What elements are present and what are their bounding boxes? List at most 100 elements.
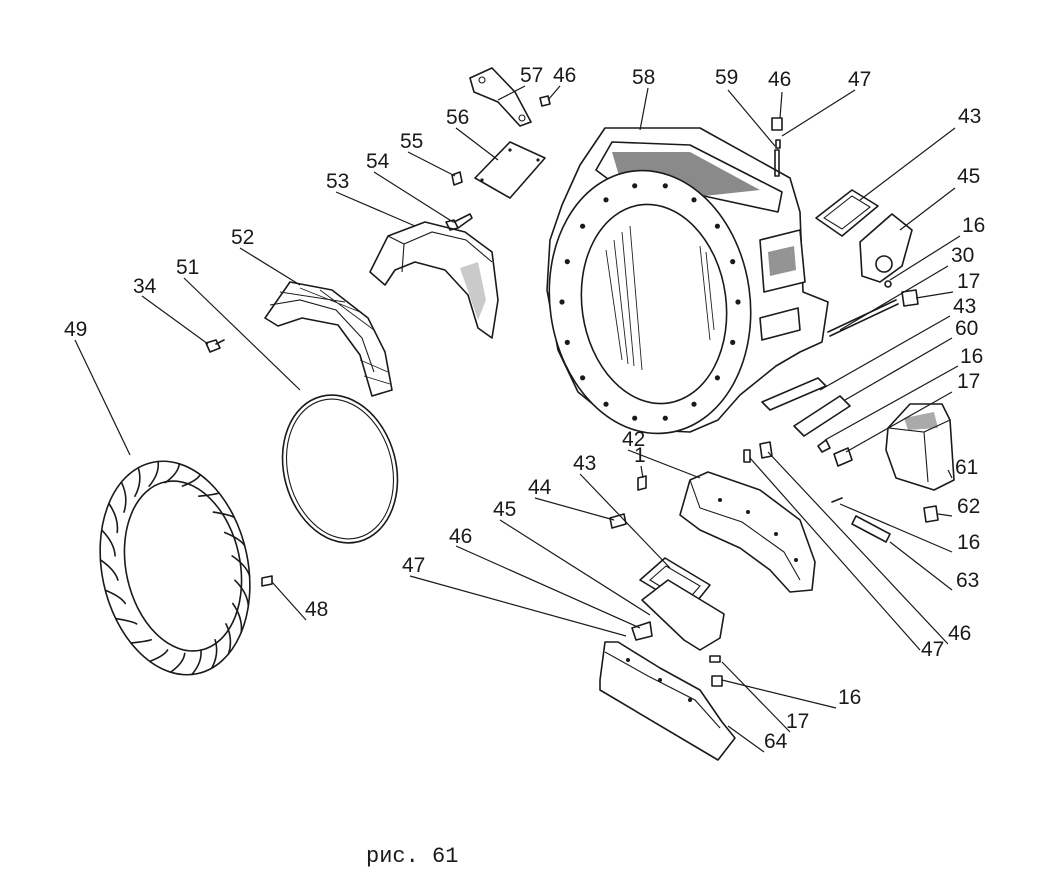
bolt-hole xyxy=(658,678,662,682)
fan-fin xyxy=(100,529,116,557)
callout-1: 1 xyxy=(634,444,646,467)
callout-63: 63 xyxy=(956,569,979,592)
fan-fin xyxy=(210,639,218,669)
callout-60: 60 xyxy=(955,317,978,340)
leader-line xyxy=(497,85,526,101)
flange-hole xyxy=(580,375,586,381)
flange-hole xyxy=(735,299,741,305)
callout-45: 45 xyxy=(493,498,516,521)
flange-hole xyxy=(662,415,668,421)
leader-line xyxy=(767,451,949,645)
fan-fin xyxy=(198,492,220,497)
leader-line xyxy=(781,89,856,137)
callout-55: 55 xyxy=(400,130,423,153)
callout-46: 46 xyxy=(449,525,472,548)
fan-fin xyxy=(169,652,186,673)
fan-fin xyxy=(149,649,169,663)
leader-line xyxy=(239,247,301,286)
support-42-part xyxy=(679,471,816,593)
fan-fin xyxy=(231,555,251,577)
flange-hole xyxy=(691,401,697,407)
leader-line xyxy=(141,295,209,345)
callout-17: 17 xyxy=(957,370,980,393)
callout-47: 47 xyxy=(848,68,871,91)
leader-line xyxy=(627,449,701,479)
flange-hole xyxy=(662,183,668,189)
fan-fin xyxy=(225,623,232,655)
leader-line xyxy=(534,497,615,521)
figure-caption: рис. 61 xyxy=(366,844,458,869)
bolt-hole xyxy=(746,510,750,514)
fan-fin xyxy=(223,531,246,547)
leader-line xyxy=(749,457,921,651)
bolt-hole xyxy=(794,558,798,562)
callout-30: 30 xyxy=(951,244,974,267)
leader-line xyxy=(271,581,307,621)
flange-hole xyxy=(730,259,736,265)
lower-rail-part xyxy=(599,641,736,761)
callout-54: 54 xyxy=(366,150,390,173)
flange-hole xyxy=(632,415,638,421)
lower-cover-part xyxy=(631,557,725,651)
callout-64: 64 xyxy=(764,730,788,753)
callout-51: 51 xyxy=(176,256,199,279)
main-housing-part xyxy=(546,127,829,435)
callout-53: 53 xyxy=(326,170,349,193)
fan-fin xyxy=(234,579,250,607)
leader-line xyxy=(844,337,953,401)
leader-line xyxy=(721,661,791,733)
leader-line xyxy=(859,127,956,201)
bolt-17-upper xyxy=(827,289,919,337)
bracket-part xyxy=(469,67,551,127)
cover-plate-part xyxy=(474,141,546,199)
leader-line xyxy=(727,89,776,147)
gasket-43-upper xyxy=(815,189,879,237)
callout-59: 59 xyxy=(715,66,738,89)
leader-line xyxy=(640,465,644,479)
callout-52: 52 xyxy=(231,226,254,249)
leader-line xyxy=(74,339,131,456)
flange-hole xyxy=(714,223,721,229)
leader-line xyxy=(839,503,953,553)
leader-line xyxy=(499,519,651,616)
gasket-43-mid xyxy=(761,377,827,411)
callout-47: 47 xyxy=(921,638,944,661)
fan-fin xyxy=(191,649,202,676)
callout-46: 46 xyxy=(768,68,791,91)
leader-line xyxy=(373,171,454,223)
callout-62: 62 xyxy=(957,495,980,518)
callout-16: 16 xyxy=(838,686,861,709)
leader-line xyxy=(547,85,561,101)
flange-hole xyxy=(580,223,586,229)
ring-part xyxy=(281,394,399,544)
callout-57: 57 xyxy=(520,64,543,87)
fan-wheel-part xyxy=(99,460,251,676)
leader-line xyxy=(639,87,649,131)
leader-line xyxy=(839,265,949,331)
leader-line xyxy=(721,679,837,709)
callout-43: 43 xyxy=(953,295,976,318)
callout-42: 42 xyxy=(622,428,645,451)
leader-line xyxy=(455,545,641,629)
fan-fin xyxy=(148,460,160,487)
callout-48: 48 xyxy=(305,598,328,621)
leader-line xyxy=(779,91,783,119)
callout-16: 16 xyxy=(962,214,985,237)
callout-44: 44 xyxy=(528,476,552,499)
fan-fin xyxy=(114,617,138,625)
fan-fin xyxy=(104,589,127,605)
callout-46: 46 xyxy=(948,622,971,645)
callout-46: 46 xyxy=(553,64,576,87)
callout-43: 43 xyxy=(958,105,981,128)
fan-fin xyxy=(181,473,201,487)
upper-shroud-part xyxy=(369,221,499,339)
callout-34: 34 xyxy=(133,275,157,298)
callout-49: 49 xyxy=(64,318,87,341)
leader-line xyxy=(937,513,953,517)
half-shroud-part xyxy=(264,281,393,397)
callout-58: 58 xyxy=(632,66,655,89)
leader-line xyxy=(824,365,959,441)
callout-56: 56 xyxy=(446,106,469,129)
